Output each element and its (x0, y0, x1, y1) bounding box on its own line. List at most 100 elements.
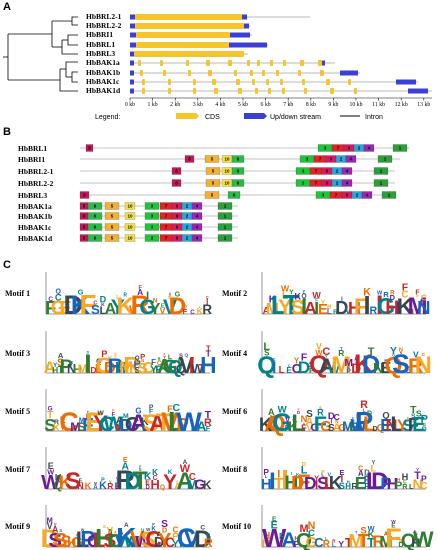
logo-letter: G (71, 535, 83, 550)
gene-label: HbBRL1 (86, 40, 115, 49)
motif-number: 9 (176, 236, 179, 241)
motif-box (204, 155, 220, 163)
logo-letter: E (85, 406, 103, 437)
logo-letter: L (265, 474, 268, 479)
logo-letter: A (306, 416, 314, 428)
logo-letter: L (93, 529, 106, 550)
panel-b-label: B (3, 126, 11, 138)
motif-box (104, 212, 120, 220)
logo-letter: F (45, 297, 56, 318)
logo-letter: C (420, 481, 428, 492)
logo-letter: R (351, 481, 358, 491)
logo-letter: V (285, 415, 290, 424)
logo-letter: S (65, 468, 81, 495)
logo-letter: D (183, 305, 187, 311)
motif-number: 2 (186, 204, 189, 209)
logo-letter: T (205, 410, 212, 421)
logo-letter: A (304, 298, 317, 318)
logo-letter: W (146, 527, 151, 532)
motif-title: Motif 10 (222, 522, 251, 531)
logo-letter: I (179, 535, 183, 550)
logo-letter: T (355, 530, 358, 535)
logo-letter: W (47, 467, 54, 476)
logo-letter: G (162, 356, 177, 378)
logo-letter: D (304, 473, 317, 493)
logo-letter: M (408, 293, 428, 320)
cds-block (270, 60, 273, 66)
logo-letter: C (403, 480, 407, 486)
cds-block (135, 14, 242, 20)
logo-letter: R (390, 290, 395, 297)
logo-letter: W (368, 524, 375, 533)
logo-letter: D (87, 351, 90, 355)
logo-letter: I (206, 297, 208, 306)
motif-number: 6 (237, 169, 240, 174)
cds-block (135, 23, 244, 29)
logo-letter: K (203, 479, 212, 492)
logo-letter: Q (96, 358, 102, 366)
motif-number: 8 (83, 225, 86, 230)
motif-number: 7 (337, 146, 340, 151)
logo-letter: F (402, 283, 408, 294)
logo-letter: Q (185, 352, 189, 358)
motif-number: 7 (315, 181, 318, 186)
logo-letter: R (372, 532, 384, 550)
logo-letter: I (341, 296, 343, 303)
logo-letter: W (135, 534, 151, 550)
logo-letter: S (114, 355, 117, 359)
logo-letter: P (309, 366, 314, 375)
motif-number: 6 (94, 225, 97, 230)
logo-letter: S (103, 524, 106, 529)
gene-label: HbBRL2-2 (86, 21, 122, 30)
motif-title: Motif 1 (5, 289, 30, 298)
logo-letter: Q (296, 529, 312, 550)
motif-number: 5 (211, 157, 214, 162)
logo-letter: C (157, 360, 162, 367)
logo-letter: A (169, 292, 172, 296)
logo-letter: S (264, 348, 269, 357)
logo-letter: A (118, 527, 124, 536)
logo-letter: V (160, 306, 166, 316)
motif-number: 3 (302, 169, 305, 174)
motif-number: 10 (224, 169, 230, 174)
motif-box (392, 144, 408, 152)
logo-letter: M (119, 358, 133, 377)
logo-letter: K (407, 416, 410, 420)
utr-block (340, 70, 358, 76)
motif-number: 10 (127, 214, 133, 219)
motif-box (381, 191, 397, 199)
logo-letter: L (324, 473, 335, 493)
motif-number: 3 (324, 146, 327, 151)
logo-letter: S (179, 354, 183, 360)
logo-letter: T (414, 470, 421, 482)
logo-letter: C (99, 411, 115, 436)
logo-letter: L (282, 291, 288, 302)
gene-structures (130, 14, 432, 94)
logo-letter: Q (176, 362, 186, 376)
logo-letter: Q (268, 410, 286, 436)
logo-letter: P (80, 526, 96, 550)
logo-letter: F (408, 415, 419, 435)
logo-letter: N (373, 360, 384, 377)
logo-letter: R (338, 348, 344, 358)
logo-letter: C (421, 293, 427, 303)
logo-letter: E (273, 359, 277, 365)
logo-letter: N (400, 351, 403, 355)
logo-letter: Q (135, 355, 140, 362)
logo-letter: G (306, 534, 318, 550)
logo-letter: G (320, 419, 331, 435)
cds-block (214, 88, 218, 94)
legend-intron-label: Intron (365, 114, 383, 121)
logo-letter: F (315, 298, 318, 303)
cds-block (280, 79, 283, 85)
logo-letter: S (103, 531, 116, 550)
logo-letter: W (103, 413, 123, 436)
logo-letter: F (83, 415, 94, 435)
logo-letter: S (59, 528, 62, 533)
cds-block (234, 70, 237, 76)
logo-letter: F (112, 409, 115, 413)
logo-letter: S (339, 480, 345, 491)
logo-letter: W (143, 414, 147, 418)
logo-letter: Y (158, 530, 172, 550)
